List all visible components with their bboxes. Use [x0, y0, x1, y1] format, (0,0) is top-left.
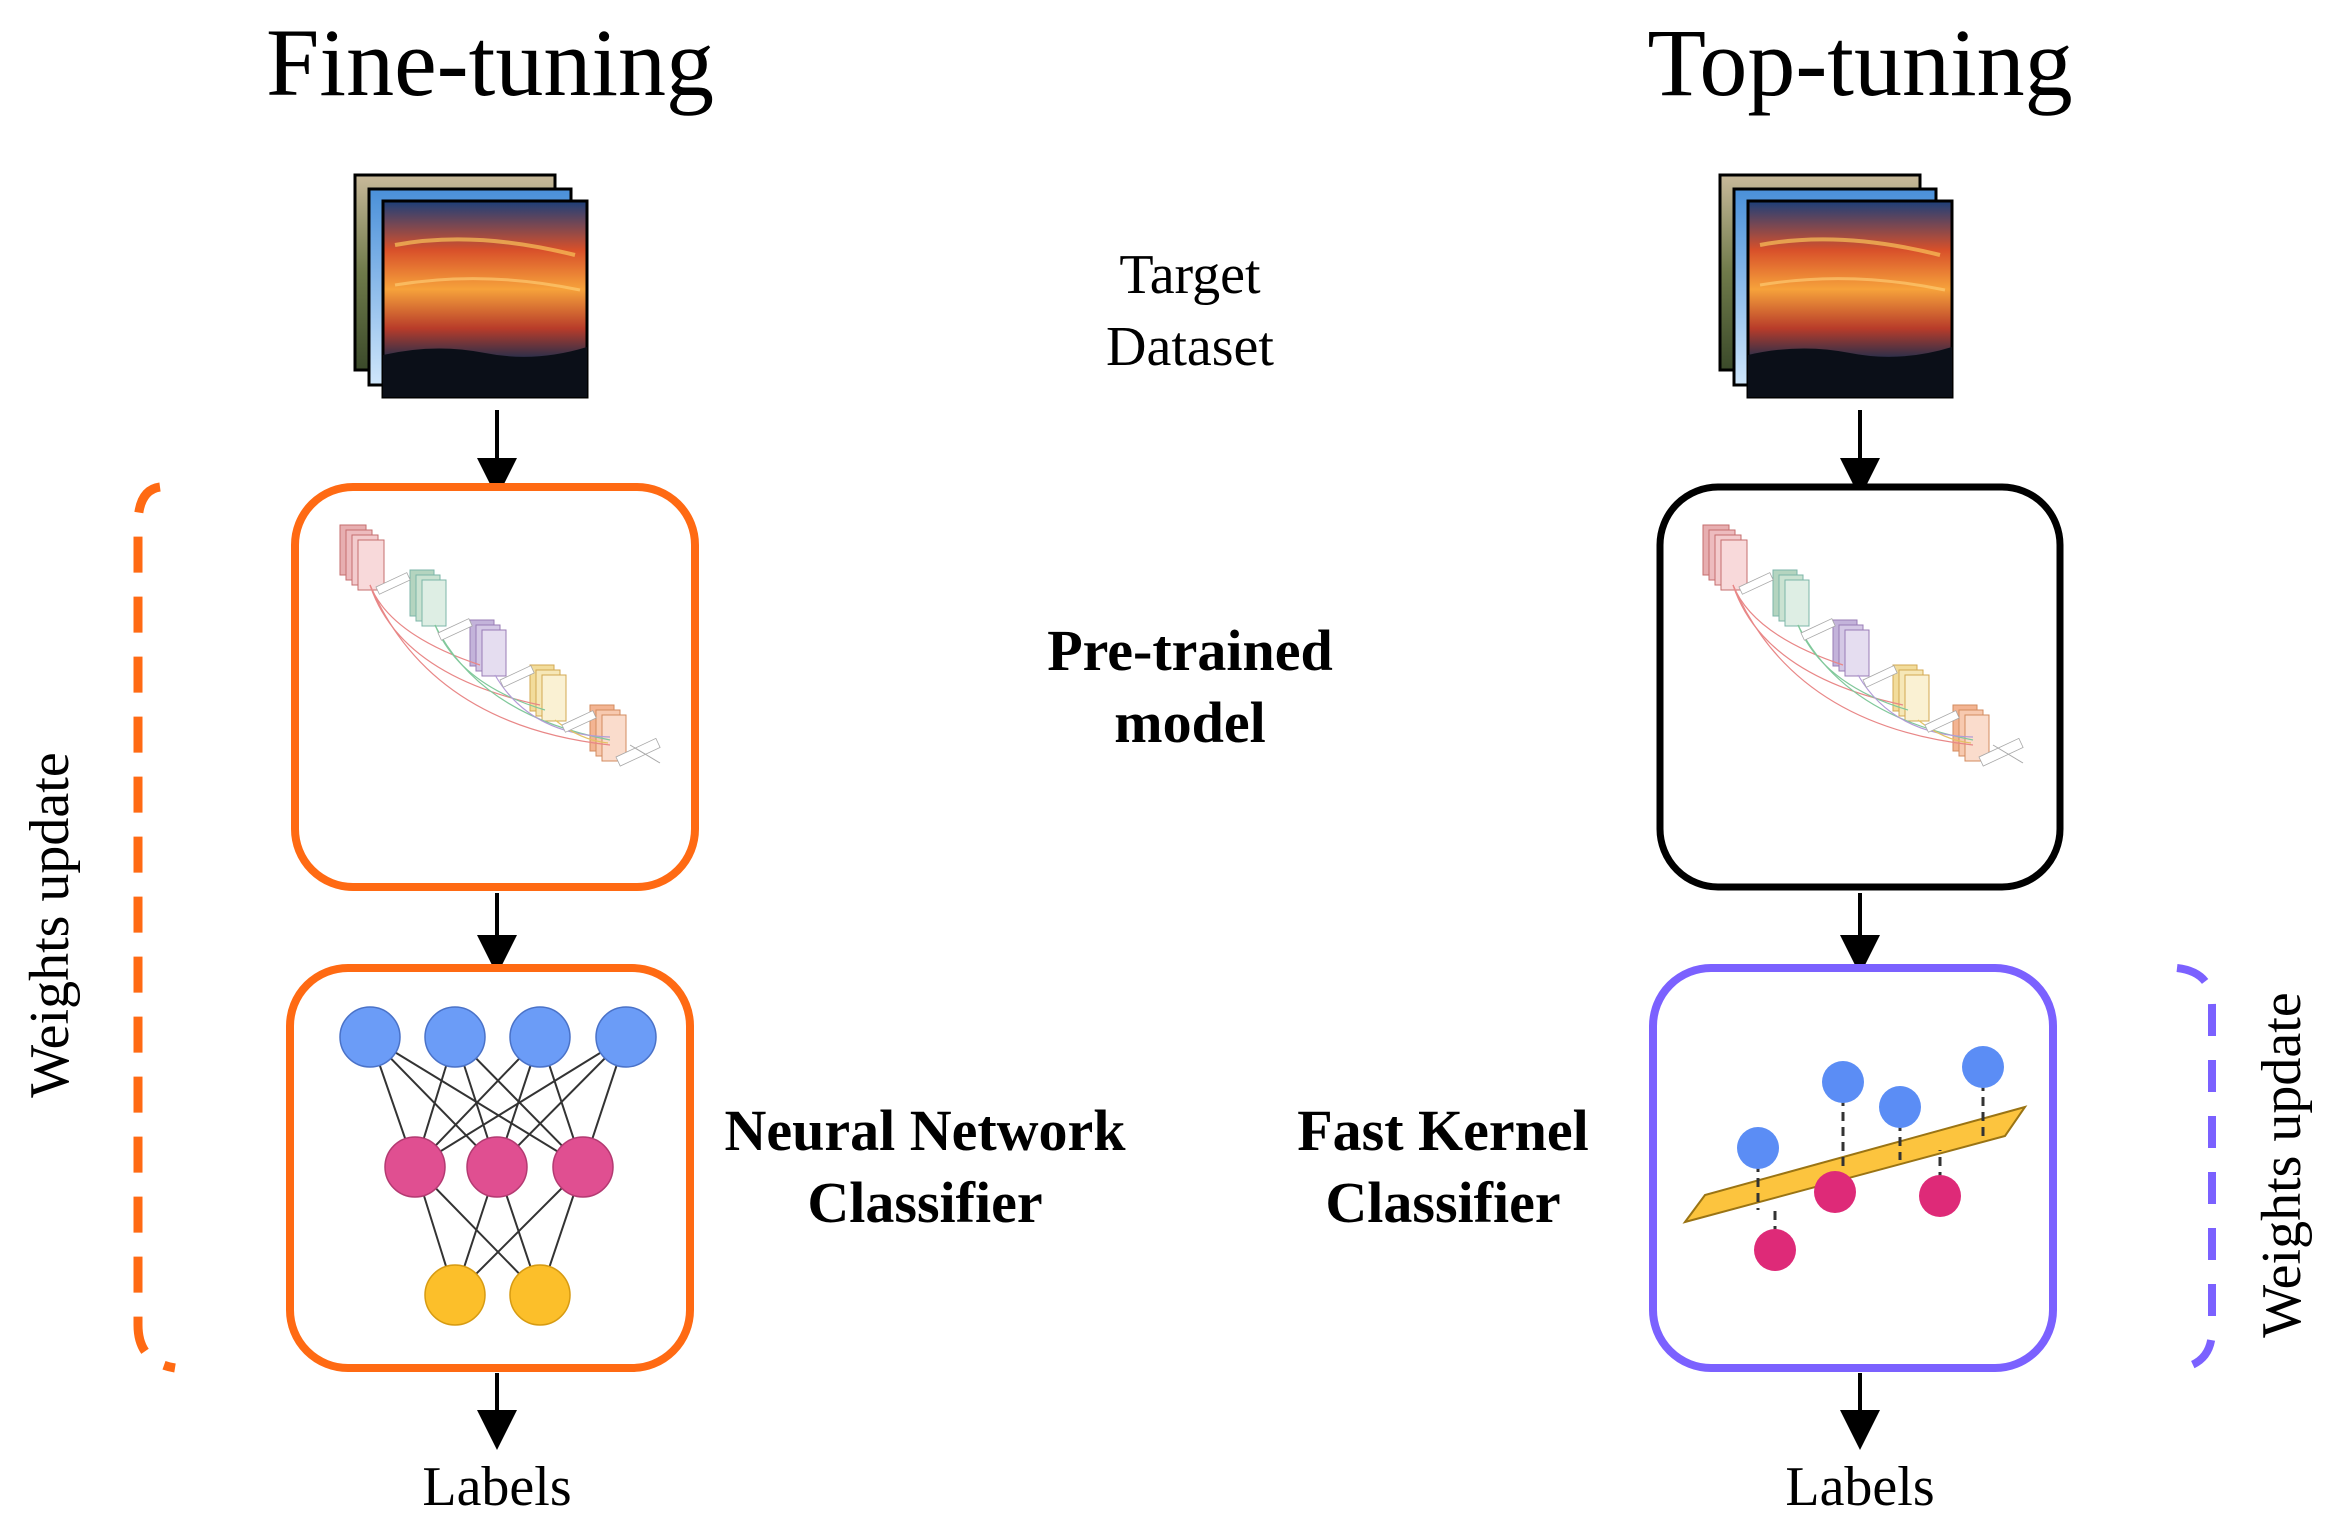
top-tuning-labels-output: Labels	[1785, 1456, 1934, 1518]
fine-tuning-weights-update-bracket	[133, 482, 176, 1373]
input-node	[424, 1006, 486, 1068]
hyperplane	[1682, 1105, 2028, 1224]
input-node	[339, 1006, 401, 1068]
input-node	[595, 1006, 657, 1068]
pretrained-model-label-line2: model	[1114, 690, 1265, 755]
neural-network-classifier-label-line2: Classifier	[807, 1170, 1042, 1235]
top-tuning-dataset-icon	[1718, 173, 1954, 399]
top-tuning-weights-update-bracket	[2176, 964, 2216, 1372]
positive-point	[1962, 1046, 2004, 1088]
neural-network-icon	[339, 1006, 657, 1326]
top-tuning-frozen-model-box	[1656, 483, 2064, 891]
fast-kernel-classifier-label-line1: Fast Kernel	[1297, 1098, 1589, 1163]
positive-point	[1737, 1127, 1779, 1169]
negative-point	[1919, 1175, 1961, 1217]
hidden-node	[552, 1136, 614, 1198]
neural-network-classifier-label-line1: Neural Network	[724, 1098, 1126, 1163]
fine-tuning-title: Fine-tuning	[266, 9, 714, 116]
top-tuning-title: Top-tuning	[1647, 9, 2072, 116]
positive-point	[1879, 1086, 1921, 1128]
output-node	[509, 1264, 571, 1326]
pretrained-model-label-line1: Pre-trained	[1047, 618, 1333, 683]
kernel-hyperplane-icon	[1682, 1046, 2028, 1271]
fine-tuning-dataset-icon	[353, 173, 589, 399]
fine-tuning-labels-output: Labels	[422, 1456, 571, 1518]
output-node	[424, 1264, 486, 1326]
hidden-node	[384, 1136, 446, 1198]
fine-tuning-weights-update-label: Weights update	[19, 752, 81, 1097]
target-dataset-label-line1: Target	[1119, 244, 1261, 306]
negative-point	[1754, 1229, 1796, 1271]
negative-point	[1814, 1171, 1856, 1213]
fast-kernel-classifier-label-line2: Classifier	[1325, 1170, 1560, 1235]
target-dataset-label-line2: Dataset	[1106, 316, 1274, 378]
top-tuning-weights-update-label: Weights update	[2251, 992, 2313, 1337]
hidden-node	[466, 1136, 528, 1198]
positive-point	[1822, 1061, 1864, 1103]
input-node	[509, 1006, 571, 1068]
